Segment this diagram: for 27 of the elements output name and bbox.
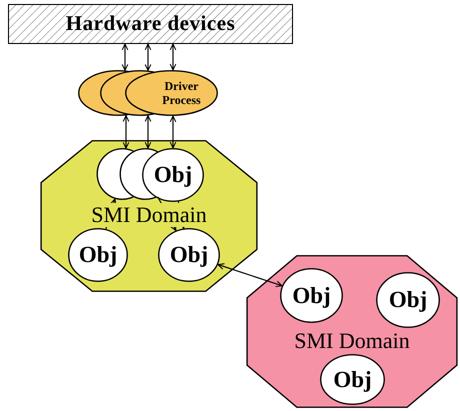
domain-octagon bbox=[40, 140, 258, 292]
object-label: Obj bbox=[154, 162, 192, 188]
object-label: Obj bbox=[333, 366, 372, 392]
object-label: Obj bbox=[170, 242, 208, 268]
object-circle bbox=[320, 354, 385, 405]
arrow bbox=[178, 202, 186, 229]
domain-octagon bbox=[246, 255, 458, 408]
arrow bbox=[218, 263, 283, 288]
object-label: Obj bbox=[78, 242, 118, 268]
arrow bbox=[170, 116, 176, 148]
object-circle bbox=[280, 268, 343, 323]
object-circle bbox=[68, 228, 128, 282]
box-label: Hardware devices bbox=[66, 10, 236, 38]
object-label: Obj bbox=[292, 282, 331, 308]
arrow bbox=[157, 196, 176, 232]
process-ellipse bbox=[125, 70, 218, 116]
object-label: Obj bbox=[388, 287, 428, 313]
hatched-box bbox=[8, 4, 293, 44]
object-circle bbox=[376, 272, 440, 328]
object-circle bbox=[158, 228, 220, 282]
arrow bbox=[122, 44, 128, 71]
arrow bbox=[144, 44, 152, 71]
arrow bbox=[122, 115, 130, 149]
arrow bbox=[144, 115, 152, 149]
object-circle bbox=[142, 148, 204, 202]
process-label: Driver Process bbox=[161, 79, 202, 107]
arrow bbox=[170, 44, 176, 70]
